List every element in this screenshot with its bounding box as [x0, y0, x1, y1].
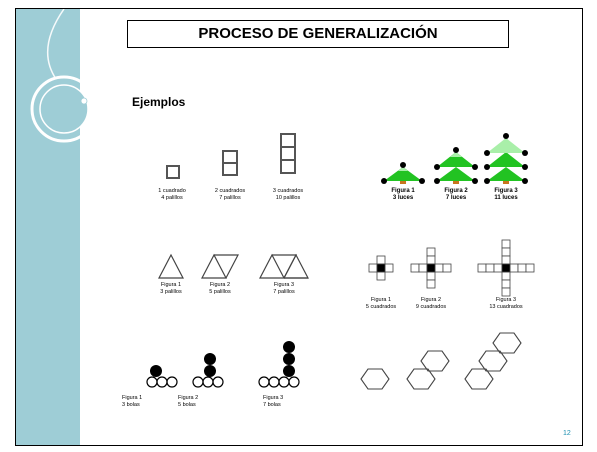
ball-patterns [146, 341, 300, 388]
decorative-circles [30, 9, 98, 143]
page-number: 12 [563, 430, 571, 437]
cross-squares [368, 239, 535, 297]
hexagon-chains [360, 332, 522, 390]
subtitle: Ejemplos [132, 95, 186, 109]
slide: PROCESO DE GENERALIZACIÓN Ejemplos [15, 8, 583, 446]
illustrations [146, 133, 535, 390]
slide-title: PROCESO DE GENERALIZACIÓN [127, 20, 509, 48]
triangles-matchsticks [158, 253, 309, 279]
squares-matchsticks [166, 133, 296, 179]
christmas-trees [381, 133, 528, 184]
